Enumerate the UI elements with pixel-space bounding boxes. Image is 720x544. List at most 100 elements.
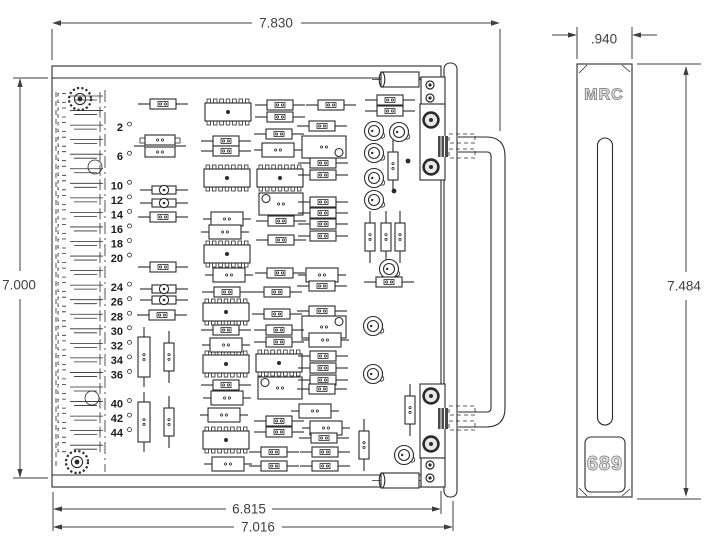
dim-top-width: 7.830 xyxy=(51,16,501,131)
component-res xyxy=(298,362,348,374)
component-res xyxy=(202,286,252,298)
component-res xyxy=(254,426,304,438)
component-vres xyxy=(358,419,370,471)
connector-pin-row xyxy=(57,208,103,220)
component-res xyxy=(298,218,348,230)
component-resbox xyxy=(203,211,251,227)
connector-pin-row xyxy=(57,310,103,322)
handle xyxy=(438,133,506,431)
component-res xyxy=(137,309,187,321)
panel-slot xyxy=(596,137,614,426)
component-resc xyxy=(140,283,188,295)
component-bnc xyxy=(362,363,385,385)
connector-pin-row xyxy=(57,222,103,234)
connector-pin-row xyxy=(57,441,103,453)
connector-pin-row xyxy=(57,412,103,424)
component-res xyxy=(255,267,305,279)
component-vres xyxy=(404,384,416,436)
component-res xyxy=(252,286,302,298)
pin-number-36: 36 xyxy=(111,369,132,381)
pin-number-label: 18 xyxy=(111,239,123,251)
component-resbox xyxy=(302,420,350,436)
dim-bottom-outer: 7.016 xyxy=(53,501,454,535)
components-layer xyxy=(134,94,416,472)
component-dot xyxy=(405,158,411,164)
component-vbig xyxy=(137,392,151,452)
component-res xyxy=(298,207,348,219)
component-vbig xyxy=(137,327,151,387)
component-screwsmall xyxy=(425,80,435,90)
component-resbox xyxy=(301,332,349,348)
component-res xyxy=(298,350,348,362)
component-vres xyxy=(163,396,175,448)
component-res xyxy=(297,120,347,132)
connector-pin-row xyxy=(57,121,103,133)
component-res xyxy=(201,379,251,391)
component-vres xyxy=(364,211,376,263)
component-resbox xyxy=(298,267,346,283)
component-screwbig xyxy=(422,387,440,405)
component-dip xyxy=(255,349,303,377)
component-dip xyxy=(203,240,251,268)
component-res xyxy=(254,336,304,348)
component-relay xyxy=(257,376,303,400)
component-screwbig xyxy=(422,435,440,453)
component-screwstar xyxy=(67,86,93,112)
pin-number-40: 40 xyxy=(111,398,132,411)
panel-corner-marks xyxy=(578,64,631,497)
front-panel-edge xyxy=(443,62,458,498)
pin-number-label: 40 xyxy=(111,399,123,411)
component-bnc xyxy=(362,315,385,337)
component-screwstar xyxy=(64,449,90,475)
connector-pin-row xyxy=(57,266,103,278)
component-res xyxy=(249,460,299,472)
component-res xyxy=(364,276,414,288)
pin-number-label: 12 xyxy=(111,195,123,207)
component-resbox xyxy=(205,267,253,283)
pin-number-30: 30 xyxy=(111,325,132,338)
component-res xyxy=(201,135,251,147)
component-bnc xyxy=(378,258,401,280)
component-res xyxy=(255,111,305,123)
pin-number-2: 2 xyxy=(117,121,132,134)
component-vres xyxy=(380,211,392,263)
component-bnc xyxy=(363,142,386,164)
pin-number-label: 44 xyxy=(111,428,124,440)
component-resc xyxy=(140,294,188,306)
connector-pin-row xyxy=(57,295,103,307)
component-res xyxy=(306,99,356,111)
component-res xyxy=(365,105,415,117)
pin-number-label: 36 xyxy=(111,369,123,381)
component-res xyxy=(298,157,348,169)
component-res xyxy=(254,324,304,336)
pin-number-label: 20 xyxy=(111,253,123,265)
pin-number-28: 28 xyxy=(111,310,132,323)
pin-number-label: 26 xyxy=(111,297,123,309)
pin-number-34: 34 xyxy=(111,354,132,367)
component-res xyxy=(298,196,348,208)
panel-model-plate xyxy=(584,436,626,493)
component-res xyxy=(255,99,305,111)
pin-number-32: 32 xyxy=(111,339,132,352)
pin-number-26: 26 xyxy=(111,296,132,309)
connector-pin-row xyxy=(57,368,103,380)
pin-number-label: 24 xyxy=(111,282,124,294)
component-dot xyxy=(391,188,397,194)
pin-number-label: 42 xyxy=(111,413,123,425)
connector-pin-row xyxy=(57,426,103,438)
connector-pin-row xyxy=(57,353,103,365)
pin-number-label: 34 xyxy=(111,355,124,367)
component-screwbig xyxy=(422,111,440,129)
component-vres xyxy=(387,140,399,192)
component-dip xyxy=(256,164,304,192)
connector-pin-row xyxy=(57,281,103,293)
pin-number-12: 12 xyxy=(111,194,132,207)
component-dip xyxy=(202,426,250,454)
hardware-layer xyxy=(64,80,440,483)
board-outline xyxy=(51,65,442,488)
component-res xyxy=(297,305,347,317)
component-relay2 xyxy=(134,134,186,158)
component-vres xyxy=(394,211,406,263)
